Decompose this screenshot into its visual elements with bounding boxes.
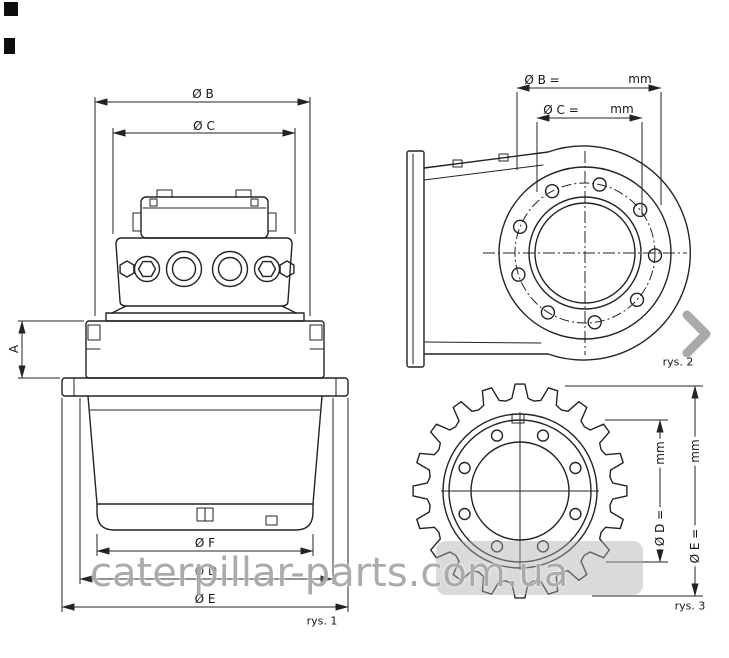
fig3-bolt-holes xyxy=(458,429,582,553)
fig1-dim-a-label: A xyxy=(7,344,21,354)
fig3-caption: rys. 3 xyxy=(674,599,706,613)
fig1-dim-c-label: Ø C xyxy=(193,119,215,133)
corner-artifact-square xyxy=(4,2,18,16)
fig2-dim-b-label: Ø B = xyxy=(524,73,560,87)
fig2-bolt-holes xyxy=(511,177,663,330)
fig3-dim-e-unit: mm xyxy=(688,436,702,466)
fig2-housing-side-view xyxy=(406,84,711,368)
fig3-sprocket-view xyxy=(412,383,703,599)
next-arrow-icon[interactable] xyxy=(682,310,711,358)
fig3-dim-d-label: Ø D = xyxy=(653,506,667,550)
sprocket-teeth xyxy=(412,383,628,599)
corner-artifact-square xyxy=(4,38,15,54)
fig1-final-drive-front-view xyxy=(18,97,349,612)
fig3-dim-d-unit: mm xyxy=(653,438,667,468)
fig1-dim-b-label: Ø B xyxy=(192,87,214,101)
fig1-dim-e-label: Ø E xyxy=(194,592,216,606)
fig1-hex-bolts xyxy=(119,260,295,278)
fig2-dimension-lines xyxy=(516,84,662,215)
fig2-dim-c-unit: mm xyxy=(610,102,634,116)
fig2-dim-c-label: Ø C = xyxy=(543,103,579,117)
fig1-dim-d-label: Ø D xyxy=(194,564,218,578)
fig1-caption: rys. 1 xyxy=(306,614,338,628)
fig2-caption: rys. 2 xyxy=(662,355,694,369)
fig3-dim-e-label: Ø E = xyxy=(688,525,702,567)
fig1-dimension-lines xyxy=(18,97,349,612)
fig2-dim-b-unit: mm xyxy=(628,72,652,86)
fig1-dim-f-label: Ø F xyxy=(194,536,216,550)
